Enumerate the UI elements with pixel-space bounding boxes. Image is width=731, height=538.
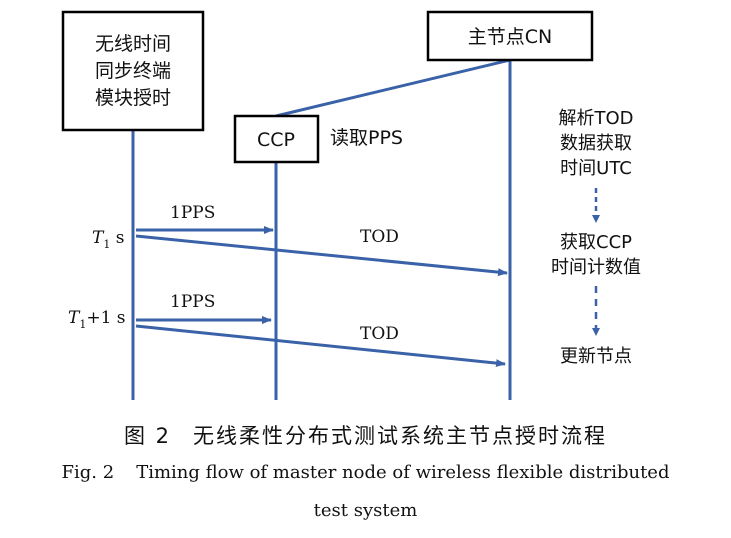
terminal-box: 无线时间 同步终端 模块授时: [61, 10, 205, 132]
terminal-label-line-3: 模块授时: [95, 87, 171, 109]
timing-flow-diagram: 无线时间 同步终端 模块授时 主节点CN CCP 读取PPS T1 s 1PPS…: [61, 10, 641, 400]
ccp-master-connector: [275, 58, 511, 118]
tod-arrow-1: [135, 234, 508, 277]
master-node-label: 主节点CN: [468, 26, 552, 48]
t1-plus-1-time-label: T1+1 s: [68, 308, 126, 331]
figure-caption-en-line-2: test system: [313, 500, 418, 521]
pps-label-2: 1PPS: [170, 292, 215, 312]
terminal-label-line-2: 同步终端: [95, 60, 171, 82]
tod-arrow-2: [135, 324, 506, 368]
step-1-line-3: 时间UTC: [560, 158, 632, 179]
step-1-line-1: 解析TOD: [558, 108, 633, 129]
tod-label-1: TOD: [360, 227, 399, 247]
figure-number-cn: 图 2: [123, 424, 172, 448]
step-2-line-2: 时间计数值: [551, 257, 641, 278]
t1-time-label: T1 s: [92, 228, 124, 251]
step-update-node: 更新节点: [560, 346, 632, 367]
pps-label-1: 1PPS: [170, 203, 215, 223]
step-2-line-1: 获取CCP: [560, 232, 632, 253]
figure-number-en: Fig. 2: [61, 462, 115, 483]
figure-title-cn: 无线柔性分布式测试系统主节点授时流程: [193, 424, 608, 448]
terminal-label-line-1: 无线时间: [95, 33, 171, 55]
step-parse-tod: 解析TOD 数据获取 时间UTC: [558, 108, 633, 179]
figure-caption-en: Fig. 2 Timing flow of master node of wire…: [0, 462, 731, 483]
figure-caption-cn: 图 2 无线柔性分布式测试系统主节点授时流程: [0, 420, 731, 450]
ccp-box: CCP: [233, 114, 320, 164]
master-node-box: 主节点CN: [426, 10, 594, 62]
step-get-ccp: 获取CCP 时间计数值: [551, 232, 641, 278]
step-1-line-2: 数据获取: [560, 133, 632, 154]
read-pps-label: 读取PPS: [330, 127, 403, 149]
figure-title-en-line-1: Timing flow of master node of wireless f…: [136, 462, 670, 483]
tod-label-2: TOD: [360, 324, 399, 344]
ccp-label: CCP: [257, 129, 295, 151]
